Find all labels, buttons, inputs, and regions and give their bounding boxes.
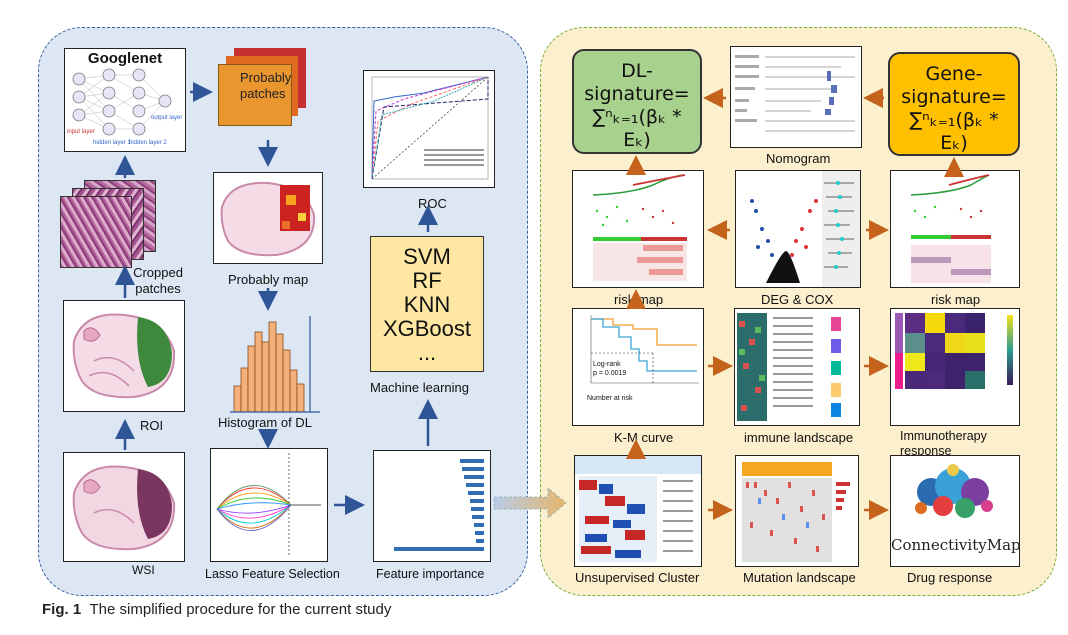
gene-signature-box: Gene- signature= ∑ⁿₖ₌₁(βₖ * Eₖ) [888, 52, 1020, 156]
gene-signature-formula: ∑ⁿₖ₌₁(βₖ * [909, 109, 999, 131]
risk-map-left-drawing [592, 174, 687, 281]
wsi-label: WSI [132, 563, 155, 577]
deg-cox-image [735, 170, 861, 288]
unsupervised-cluster-label: Unsupervised Cluster [575, 570, 700, 585]
connectivity-map-image: ConnectivityMap [890, 455, 1020, 567]
km-curve-drawing [590, 315, 699, 384]
dl-signature-line1: DL- [621, 60, 653, 82]
dl-signature-box: DL- signature= ∑ⁿₖ₌₁(βₖ * Eₖ) [572, 49, 702, 154]
lasso-plot-image [210, 448, 328, 562]
googlenet-image: Googlenet input layer hidden layer 1 hid… [64, 48, 186, 152]
dl-signature-line2: signature= [584, 83, 690, 105]
nomogram-image [730, 46, 862, 148]
hidden-layer-1-label: hidden layer 1 [93, 140, 131, 146]
googlenet-label: Googlenet [87, 50, 163, 67]
drug-response-label: Drug response [907, 570, 993, 585]
lasso-label: Lasso Feature Selection [205, 567, 340, 581]
dl-signature-formula: ∑ⁿₖ₌₁(βₖ * [592, 106, 682, 128]
figure-caption-text: The simplified procedure for the current… [89, 601, 392, 618]
risk-map-right-label: risk map [931, 292, 981, 307]
risk-map-right-image [890, 170, 1020, 288]
hidden-layer-2-label: hidden layer 2 [129, 140, 167, 146]
nomogram-drawing [735, 55, 855, 132]
input-layer-label: input layer [67, 129, 95, 135]
wsi-image [63, 452, 185, 562]
lasso-paths [216, 453, 321, 557]
immune-landscape-label: immune landscape [744, 430, 854, 445]
mutation-landscape-image [735, 455, 859, 567]
gene-signature-line2: signature= [901, 86, 1007, 108]
roi-image [63, 300, 185, 412]
ml-method-xgboost: XGBoost [382, 316, 472, 341]
volcano-forest-drawing [750, 171, 860, 287]
feature-bars [394, 459, 484, 551]
immunotherapy-image [890, 308, 1020, 426]
roc-label: ROC [418, 196, 447, 211]
immune-landscape-image [734, 308, 860, 426]
tissue-patch-1 [60, 196, 132, 268]
output-layer-label: output layer [151, 115, 183, 121]
dl-signature-formula-e: Eₖ) [623, 129, 651, 151]
immunotherapy-heatmap [895, 313, 1013, 389]
wsi-tissue-drawing [72, 465, 176, 551]
ml-method-ellipsis: ... [417, 340, 437, 365]
probably-map-label: Probably map [228, 272, 309, 287]
risk-map-right-drawing [910, 174, 991, 283]
oncoplot-drawing [742, 462, 850, 562]
km-logrank-label: Log-rank [593, 361, 621, 368]
roc-image [363, 70, 495, 188]
cropped-patches-label: Cropped patches [133, 265, 183, 296]
machine-learning-label: Machine learning [370, 380, 470, 395]
unsupervised-cluster-image [574, 455, 702, 567]
histogram-chart [230, 316, 320, 413]
km-curve-image: Log-rank p = 0.0019 Number at risk [572, 308, 704, 426]
km-number-at-risk-label: Number at risk [587, 395, 633, 402]
patch-layer-front [218, 64, 292, 126]
km-p-value: p = 0.0019 [593, 370, 627, 377]
gene-signature-formula-e: Eₖ) [940, 132, 968, 154]
connectivity-map-logo [915, 464, 993, 518]
deg-cox-label: DEG & COX [761, 292, 834, 307]
roi-label: ROI [140, 418, 164, 433]
ml-method-svm: SVM [403, 244, 451, 269]
risk-map-left-image [572, 170, 704, 288]
roi-tissue-drawing [72, 313, 176, 399]
machine-learning-box: SVM RF KNN XGBoost ... [370, 236, 484, 372]
risk-map-left-label: risk map [614, 292, 664, 307]
histogram-label: Histogram of DL [218, 415, 312, 430]
km-curve-label: K-M curve [614, 430, 674, 445]
nomogram-label: Nomogram [766, 151, 831, 166]
figure-caption: Fig. 1 The simplified procedure for the … [42, 601, 391, 618]
neural-network-diagram [72, 68, 172, 136]
immune-heatmap-drawing [737, 313, 841, 421]
gene-signature-line1: Gene- [925, 63, 983, 85]
feature-importance-label: Feature importance [376, 567, 485, 581]
probably-map-image [213, 172, 323, 264]
cluster-heatmap-drawing [575, 456, 701, 562]
probably-patches-label: Probably patches [240, 70, 292, 101]
ml-method-knn: KNN [403, 292, 451, 317]
feature-importance-image [373, 450, 491, 562]
roc-curves [371, 76, 489, 180]
figure-number: Fig. 1 [42, 601, 82, 618]
mutation-landscape-label: Mutation landscape [743, 570, 856, 585]
connectivity-map-text: ConnectivityMap [891, 536, 1020, 554]
ml-method-rf: RF [412, 268, 442, 293]
immunotherapy-label: Immunotherapy response [900, 429, 987, 458]
heatmap-tissue-drawing [220, 181, 316, 257]
